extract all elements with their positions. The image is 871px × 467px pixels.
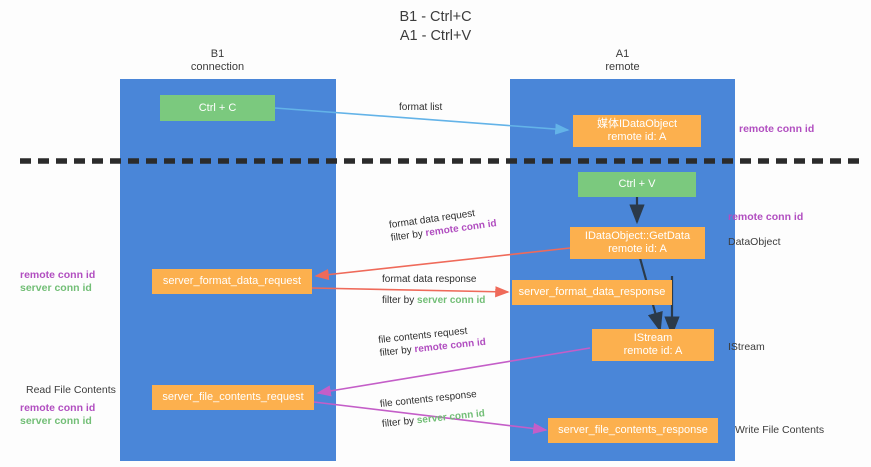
edge-label-format-data-response-prefix: filter by xyxy=(382,295,418,306)
edge-label-format-data-response: format data response filter by server co… xyxy=(382,273,485,307)
node-server-file-contents-response[interactable]: server_file_contents_response xyxy=(548,418,718,443)
node-ole-idataobject[interactable]: 媒体IDataObject remote id: A xyxy=(573,115,701,147)
edge-label-format-data-response-key: server conn id xyxy=(417,295,486,306)
lane-title-a1: A1 remote xyxy=(605,48,640,73)
node-server-file-contents-request[interactable]: server_file_contents_request xyxy=(152,385,314,410)
edge-label-file-contents-response-prefix: filter by xyxy=(381,415,418,430)
page-title: B1 - Ctrl+C A1 - Ctrl+V xyxy=(399,9,472,44)
annotation-right-dataobject: DataObject xyxy=(728,236,781,248)
annotation-left-remote-conn-id: remote conn id xyxy=(20,269,96,281)
annotation-left-server-conn-id: server conn id xyxy=(20,282,92,294)
annotation-right-remote-conn-id-top: remote conn id xyxy=(739,123,815,135)
annotation-left-remote-conn-id-2: remote conn id xyxy=(20,402,96,414)
node-istream[interactable]: IStream remote id: A xyxy=(592,329,714,361)
node-ctrl-v[interactable]: Ctrl + V xyxy=(578,172,696,197)
node-server-format-data-request[interactable]: server_format_data_request xyxy=(152,269,312,294)
node-ctrl-c[interactable]: Ctrl + C xyxy=(160,95,275,121)
annotation-left-read-file-contents: Read File Contents xyxy=(26,384,116,396)
annotation-right-remote-conn-id-mid: remote conn id xyxy=(728,211,804,223)
annotation-right-write-file-contents: Write File Contents xyxy=(735,424,825,436)
edge-format-data-request xyxy=(314,247,571,281)
edge-file-contents-response xyxy=(313,401,548,435)
edge-label-file-contents-request-prefix: filter by xyxy=(379,344,416,359)
section-divider xyxy=(20,158,860,164)
edge-label-format-data-response-line1: format data response xyxy=(382,274,477,285)
edge-format-list xyxy=(274,107,570,135)
lane-title-b1: B1 connection xyxy=(190,48,245,73)
node-idataobject-getdata[interactable]: IDataObject::GetData remote id: A xyxy=(570,227,705,259)
edge-file-contents-request xyxy=(316,347,591,397)
edge-label-format-list-line1: format list xyxy=(399,102,443,113)
edge-format-data-response xyxy=(311,286,510,298)
edge-label-format-list: format list xyxy=(399,101,442,114)
annotation-right-istream: IStream xyxy=(728,341,765,353)
node-server-format-data-response[interactable]: server_format_data_response xyxy=(512,280,672,305)
annotation-left-server-conn-id-2: server conn id xyxy=(20,415,92,427)
